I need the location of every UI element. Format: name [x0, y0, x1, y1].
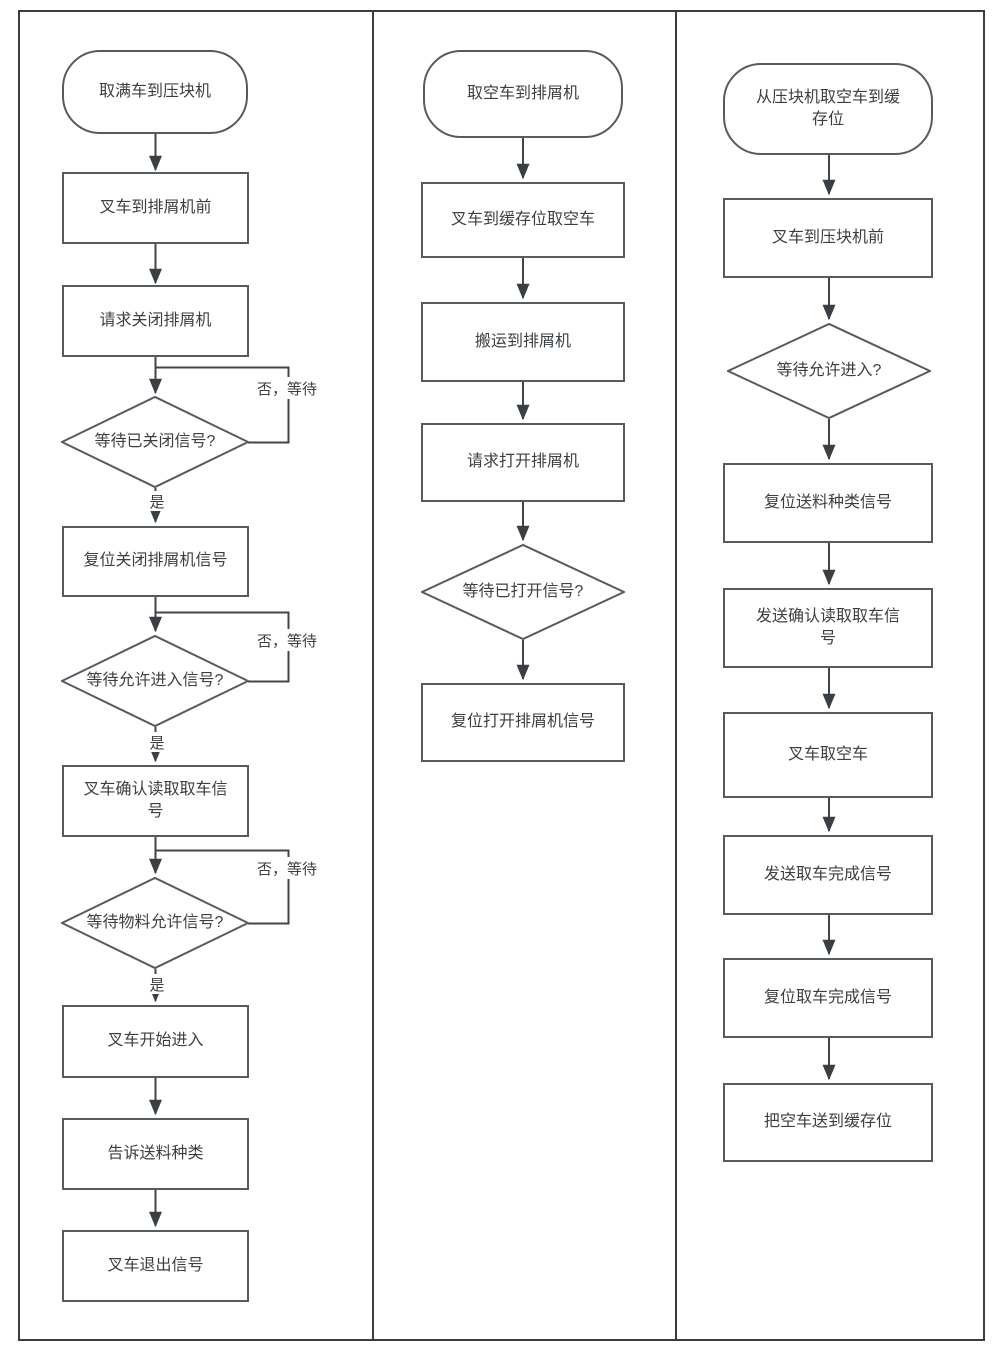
flow1-process-3: 复位关闭排屑机信号 — [62, 526, 249, 597]
flow2-start-terminator: 取空车到排屑机 — [423, 50, 623, 138]
decision-label: 等待物料允许信号? — [86, 913, 224, 931]
flow1-process-5: 叉车开始进入 — [62, 1005, 249, 1078]
flow3-process-4: 叉车取空车 — [723, 712, 933, 798]
flow1-process-4: 叉车确认读取取车信 号 — [62, 765, 249, 837]
flow3-process-1: 叉车到压块机前 — [723, 198, 933, 278]
decision-label: 等待已关闭信号? — [94, 432, 216, 450]
column-divider-2 — [675, 10, 677, 1341]
edge-label-no-1: 否，等待 — [252, 377, 322, 399]
column-divider-1 — [372, 10, 374, 1341]
flow1-process-6: 告诉送料种类 — [62, 1118, 249, 1190]
edge-label-yes-1: 是 — [147, 491, 167, 511]
flow2-process-4: 复位打开排屑机信号 — [421, 683, 625, 762]
edge-label-no-3: 否，等待 — [252, 857, 322, 879]
flow3-process-6: 复位取车完成信号 — [723, 958, 933, 1038]
flow2-process-3: 请求打开排屑机 — [421, 423, 625, 502]
diamond-shape — [727, 323, 931, 419]
flow1-process-7: 叉车退出信号 — [62, 1230, 249, 1302]
decision-label: 等待已打开信号? — [462, 582, 584, 600]
flow3-process-7: 把空车送到缓存位 — [723, 1083, 933, 1162]
flow3-process-5: 发送取车完成信号 — [723, 835, 933, 915]
flow1-decision-3: 等待物料允许信号? — [61, 877, 249, 969]
flow1-start-terminator: 取满车到压块机 — [62, 50, 248, 134]
edge-label-no-2: 否，等待 — [252, 629, 322, 651]
diamond-shape — [61, 635, 249, 727]
flow1-process-1: 叉车到排屑机前 — [62, 172, 249, 244]
loop-back — [156, 366, 290, 444]
flow2-process-2: 搬运到排屑机 — [421, 302, 625, 382]
flow1-decision-2: 等待允许进入信号? — [61, 635, 249, 727]
flow2-decision-1: 等待已打开信号? — [421, 544, 625, 640]
flow3-decision-1: 等待允许进入? — [727, 323, 931, 419]
loop-back — [156, 849, 290, 925]
outer-frame — [18, 10, 985, 1341]
diamond-shape — [421, 544, 625, 640]
flow3-process-2: 复位送料种类信号 — [723, 463, 933, 543]
edge-label-yes-3: 是 — [147, 974, 167, 994]
diamond-shape — [61, 396, 249, 488]
flow3-start-terminator: 从压块机取空车到缓 存位 — [723, 63, 933, 155]
flow1-decision-1: 等待已关闭信号? — [61, 396, 249, 488]
edge-label-yes-2: 是 — [147, 732, 167, 752]
diamond-shape — [61, 877, 249, 969]
decision-label: 等待允许进入信号? — [86, 671, 224, 689]
flow3-process-3: 发送确认读取取车信 号 — [723, 588, 933, 668]
flow2-process-1: 叉车到缓存位取空车 — [421, 182, 625, 258]
decision-label: 等待允许进入? — [776, 361, 882, 379]
flow1-process-2: 请求关闭排屑机 — [62, 285, 249, 357]
